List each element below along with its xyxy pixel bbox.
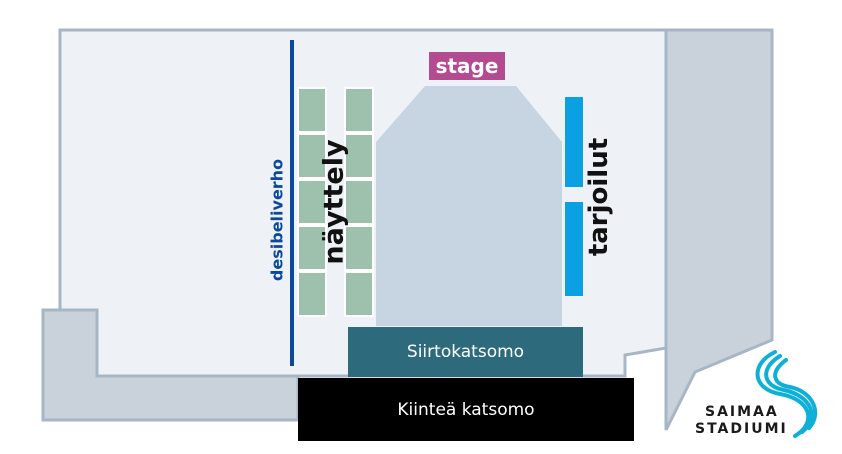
exhibition-booth xyxy=(344,271,374,317)
exhibition-booth xyxy=(344,225,374,271)
exhibition-booth xyxy=(344,133,374,179)
logo-line2: STADIUMI xyxy=(695,421,788,437)
stage-badge: stage xyxy=(429,52,505,80)
exhibition-booth xyxy=(297,179,327,225)
catering-label: tarjoilut xyxy=(584,137,614,257)
right-wing-structure xyxy=(664,28,774,431)
decibel-curtain-line xyxy=(290,40,294,366)
logo-line1: SAIMAA xyxy=(705,404,779,420)
central-audience-area xyxy=(376,86,562,326)
fixed-stand-label: Kiinteä katsomo xyxy=(397,399,535,420)
exhibition-booths xyxy=(297,87,374,317)
decibel-curtain-label: desibeliverho xyxy=(267,158,287,282)
exhibition-booth xyxy=(297,133,327,179)
swirl-logo-icon xyxy=(755,350,818,438)
catering-bar-bottom xyxy=(565,202,583,296)
exhibition-booth xyxy=(297,271,327,317)
stage-label: stage xyxy=(435,54,499,78)
exhibition-booth xyxy=(297,225,327,271)
exhibition-booth xyxy=(344,179,374,225)
mobile-stand: Siirtokatsomo xyxy=(348,327,583,377)
fixed-stand: Kiinteä katsomo xyxy=(298,378,634,441)
exhibition-label: näyttely xyxy=(318,139,350,265)
mobile-stand-label: Siirtokatsomo xyxy=(406,342,525,362)
catering-bar-top xyxy=(565,97,583,187)
exhibition-booth xyxy=(297,87,327,133)
exhibition-booth xyxy=(344,87,374,133)
